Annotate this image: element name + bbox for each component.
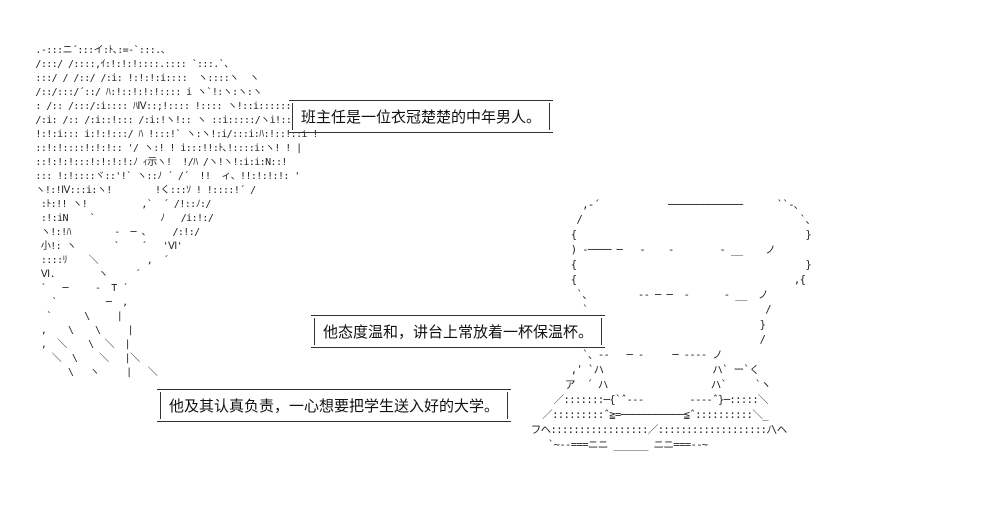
caption-thermos-cup: 他态度温和，讲台上常放着一杯保温杯。 [310,315,606,348]
caption-teacher-intro: 班主任是一位衣冠楚楚的中年男人。 [288,100,554,133]
caption-responsible: 他及其认真负责，一心想要把学生送入好的大学。 [156,389,512,422]
ascii-art-thermos-cup: ,-´ ───────────── ``-､ / `、 { } ) -──── … [530,199,816,451]
ascii-art-teacher: .-:::ニ´:::イ:ﾄ､:=-`:::.、 /:::/ /::::,ｲ:!:… [35,45,330,378]
